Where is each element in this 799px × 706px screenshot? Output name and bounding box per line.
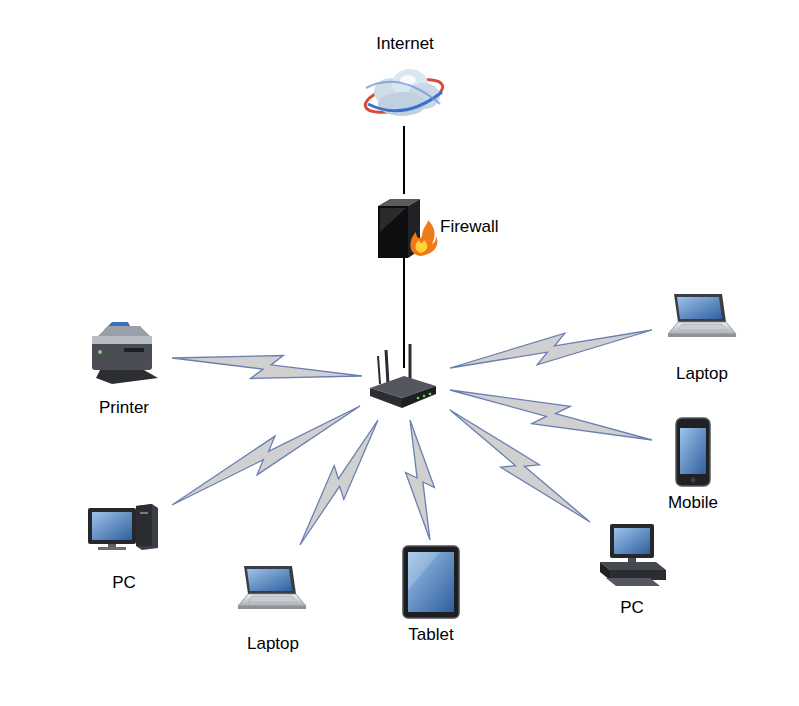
device-label: Printer [99,398,149,418]
device-label: Firewall [440,217,499,237]
firewall-node: Firewall [372,194,512,260]
device-label: Laptop [676,364,728,384]
router-icon [370,344,436,408]
printer-icon [92,322,158,384]
wireless-bolt [450,330,652,368]
laptop-icon [668,294,736,337]
device-node: PC [109,571,139,595]
device-label: PC [620,598,644,618]
device-node: PC [617,596,647,620]
device-label: Internet [376,34,434,54]
wireless-bolt [172,356,362,379]
device-label: Mobile [668,493,718,513]
device-node: Mobile [665,491,721,515]
cloud-node: Internet [362,30,448,126]
device-label: PC [112,573,136,593]
laptop-icon [238,566,306,609]
firewall-icon [378,199,437,258]
device-node: Printer [96,396,152,420]
wireless-links [172,330,652,545]
uplink-line [403,258,405,368]
wireless-bolt [450,410,590,522]
wireless-bolt [172,406,360,505]
internet-cloud [362,69,446,119]
tablet-icon [403,546,459,618]
device-node: Laptop [244,632,302,656]
network-link [403,126,405,194]
pc-icon [88,504,158,550]
pc-icon [600,524,666,586]
device-node: Tablet [405,623,456,647]
device-label: Laptop [247,634,299,654]
device-label: Tablet [408,625,453,645]
mobile-icon [676,418,710,486]
wireless-bolt [406,420,435,540]
device-node: Laptop [673,362,731,386]
